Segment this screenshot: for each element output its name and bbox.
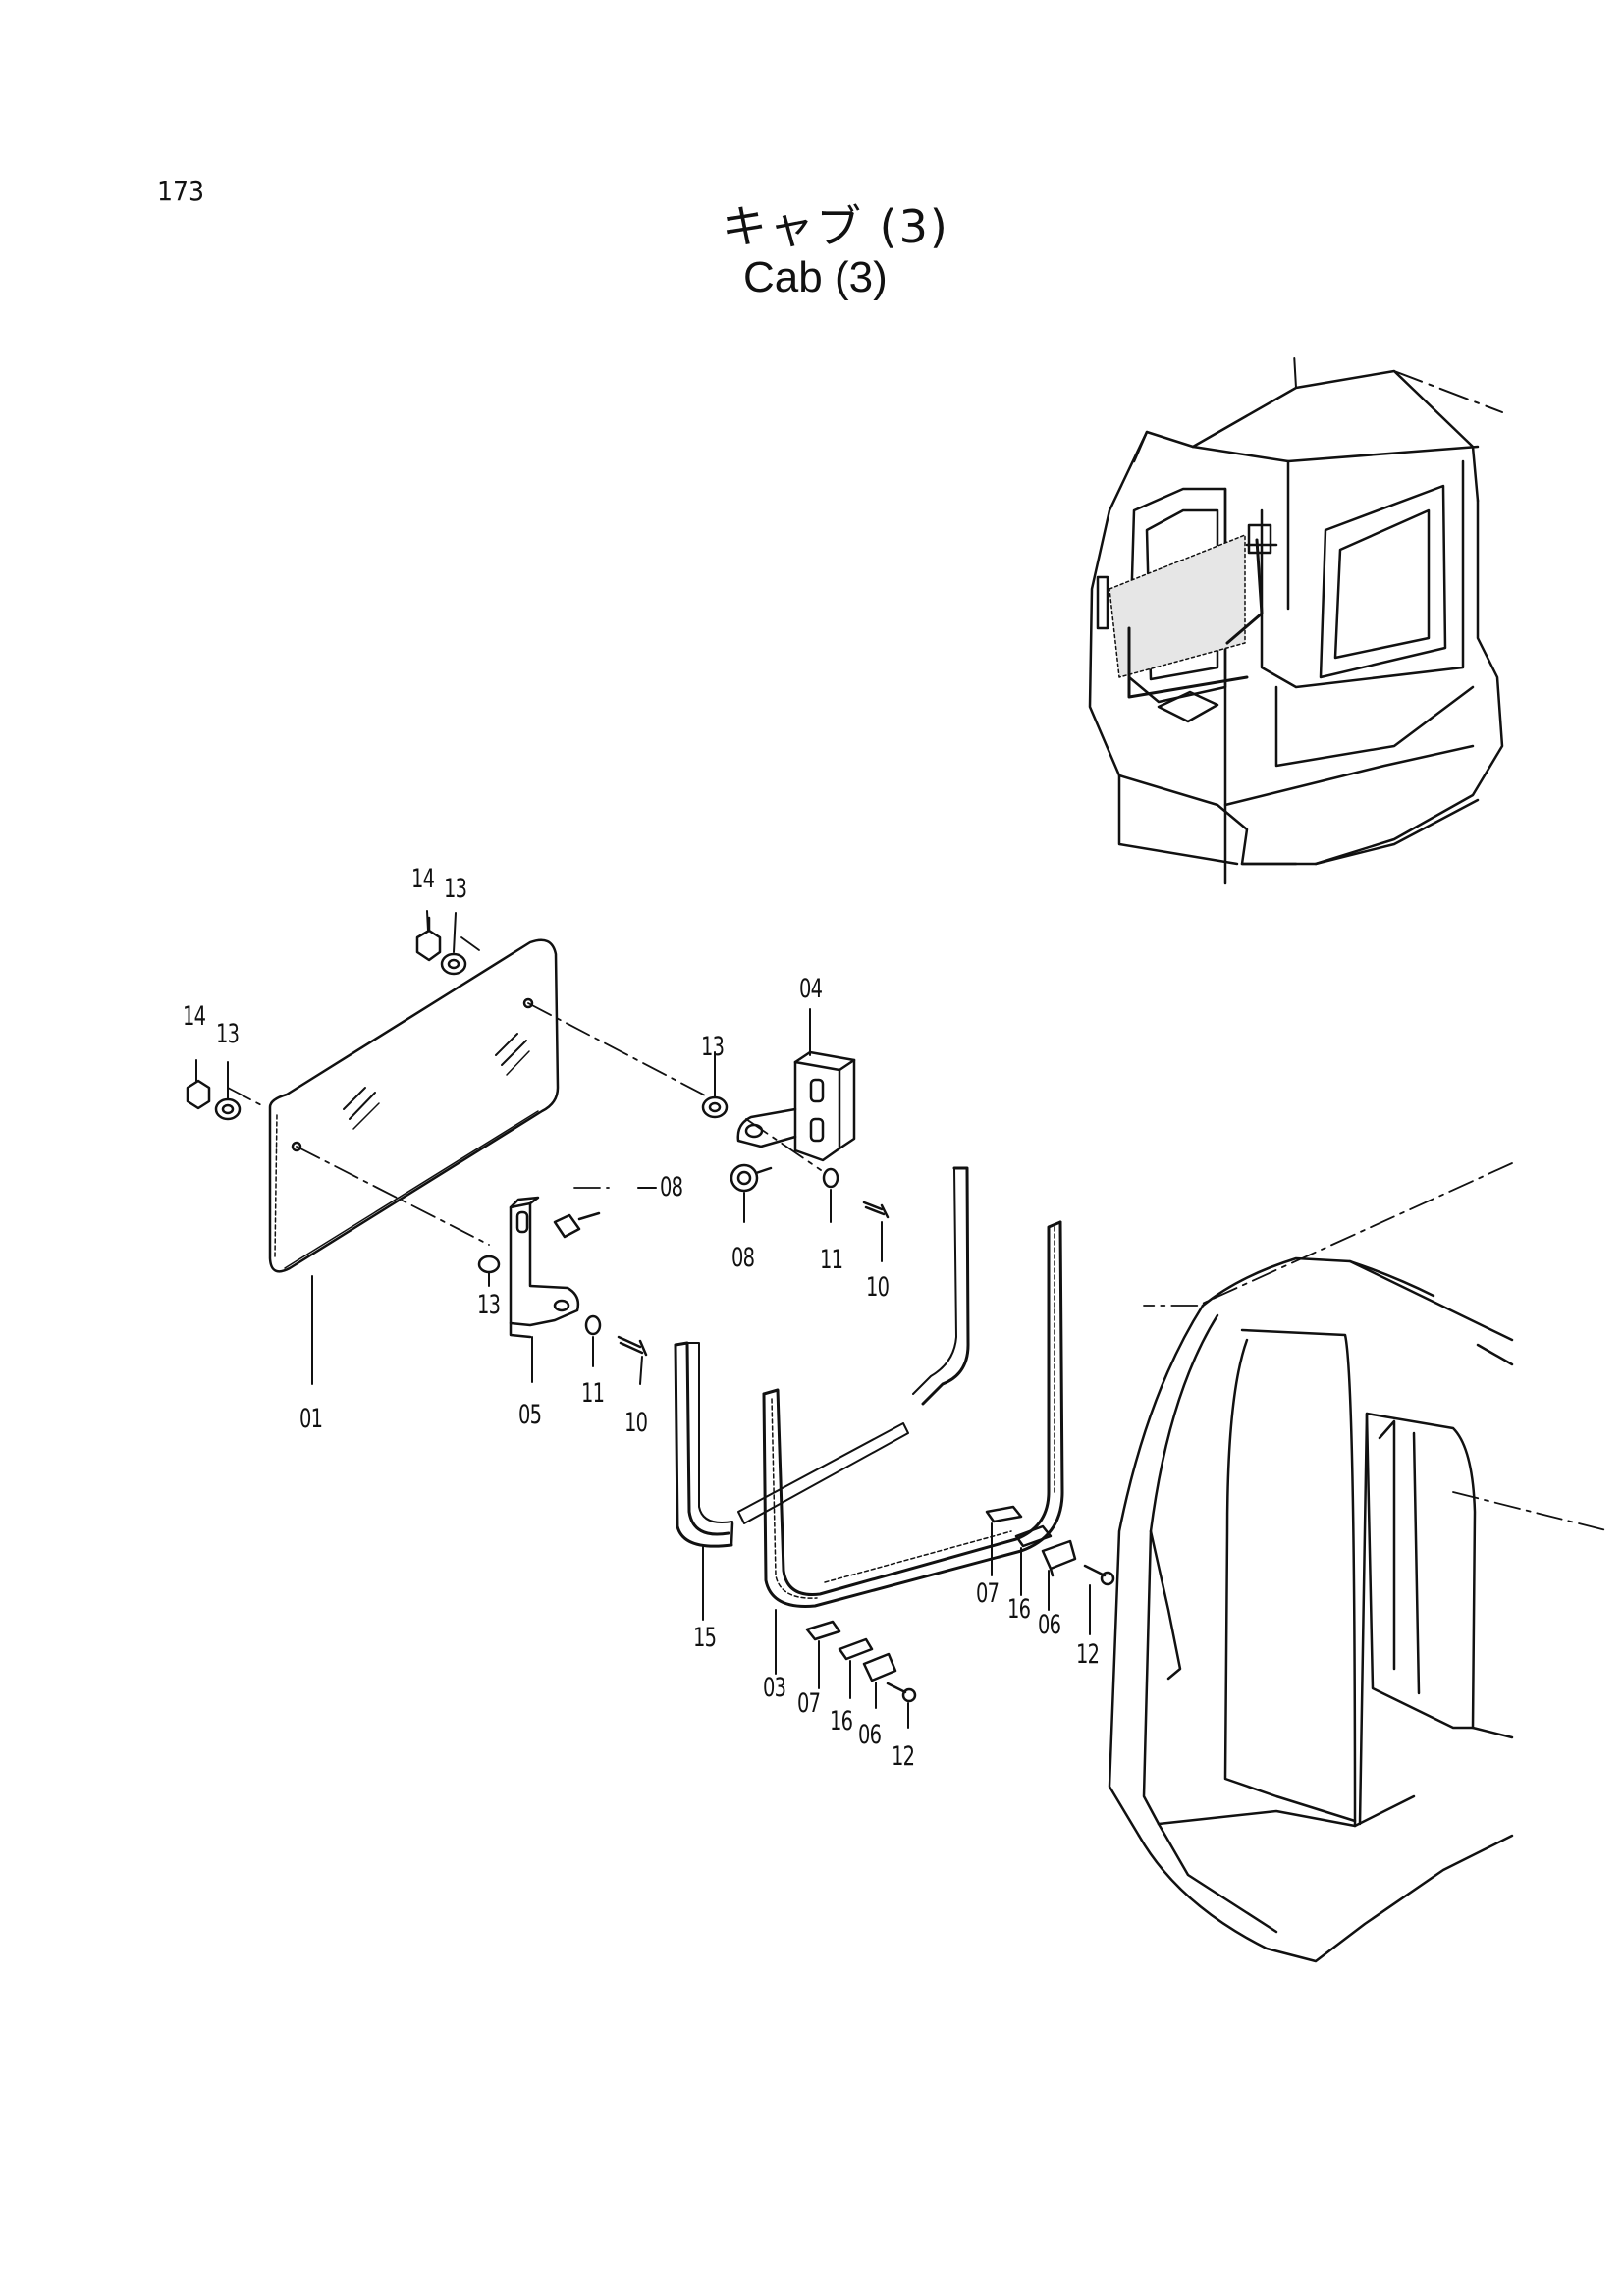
washer-11-lower [584,1314,602,1336]
clip-16-lower [838,1637,874,1661]
callout-06: 06 [858,1720,882,1750]
nut-14-left [186,1079,211,1110]
callout-06: 06 [1038,1610,1061,1640]
washer-13-top [440,952,467,976]
clip-07-lower [805,1620,841,1641]
page-number: 173 [157,175,205,207]
cab-overview-illustration [1088,352,1504,885]
callout-13: 13 [216,1019,240,1049]
washer-13-left [214,1097,242,1121]
title-japanese: キャブ (3) [722,200,949,253]
clip-06-right [1041,1539,1077,1577]
seal-upper-segment [737,1166,970,1524]
callout-04: 04 [799,974,823,1004]
callout-11: 11 [820,1245,843,1275]
bolt-08-lower [553,1211,601,1239]
callout-12: 12 [892,1741,915,1772]
clip-16-right [1014,1524,1053,1548]
washer-11-upper [822,1167,839,1189]
bracket-05 [509,1196,580,1339]
screw-10-lower [617,1335,648,1357]
clip-07-right [985,1505,1023,1523]
callout-07: 07 [976,1578,1000,1609]
callout-leaders [195,910,1091,1729]
bolt-08-upper [730,1163,773,1193]
callout-05: 05 [518,1400,542,1430]
callout-13: 13 [701,1032,725,1062]
title-english: Cab (3) [743,253,888,301]
callout-07: 07 [797,1688,821,1719]
washer-13-bracket [701,1095,729,1119]
callout-12: 12 [1076,1639,1100,1670]
callout-01: 01 [299,1404,323,1434]
callout-10: 10 [624,1408,648,1438]
callout-08: 08 [660,1172,683,1202]
clip-06-lower [862,1652,897,1682]
seal-15 [674,1341,734,1548]
bracket-04 [736,1050,856,1162]
callout-03: 03 [763,1673,786,1703]
callout-13: 13 [444,874,467,904]
washer-13-bracket05 [477,1255,501,1274]
screw-12-right [1083,1564,1115,1586]
callout-11: 11 [581,1378,605,1409]
callout-16: 16 [1007,1594,1031,1625]
glass-panel-01 [268,938,560,1273]
cab-body-illustration [1108,1256,1514,1963]
callout-15: 15 [693,1623,717,1653]
screw-10-upper [862,1201,890,1219]
callout-08: 08 [731,1243,755,1273]
callout-10: 10 [866,1272,890,1303]
callout-16: 16 [830,1706,853,1736]
callout-13: 13 [477,1290,501,1320]
screw-12-lower [886,1682,917,1703]
seal-03 [762,1220,1064,1608]
callout-14: 14 [411,864,435,894]
callout-14: 14 [183,1001,206,1032]
assembly-lines [227,936,1611,1532]
